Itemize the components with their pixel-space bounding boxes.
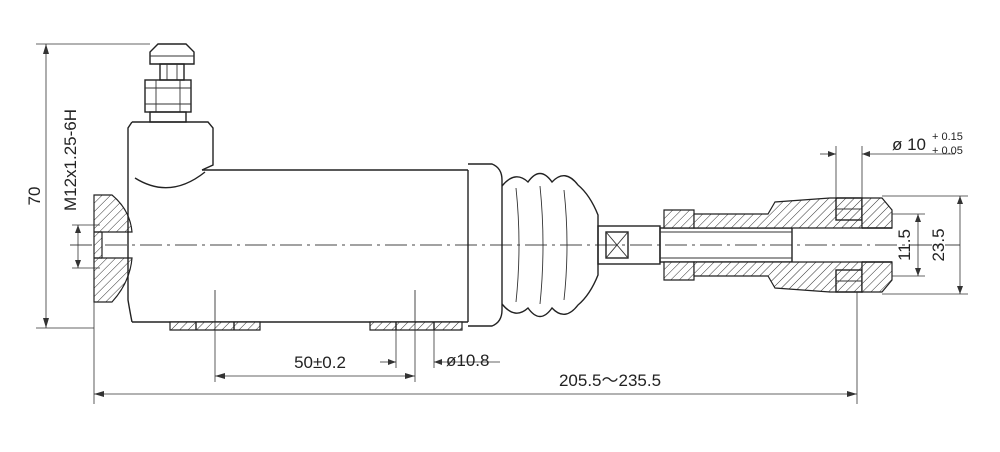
dim-clevis-outer: 23.5 — [882, 195, 968, 295]
dim-overall-length-label: 205.5～235.5 — [559, 371, 661, 390]
dim-overall-length: 205.5～235.5 — [93, 292, 858, 404]
dim-clevis-inner: 11.5 — [892, 213, 925, 277]
dim-mount-hole: ø10.8 — [380, 330, 500, 370]
dim-pin-diameter-label: ø 10 — [892, 135, 926, 154]
dim-pin-diameter: ø 10 + 0.15 + 0.05 — [820, 131, 963, 198]
dim-thread-label: M12x1.25-6H — [61, 109, 80, 211]
dim-pin-tol-lower: + 0.05 — [932, 145, 963, 157]
dim-overall-height: 70 — [25, 43, 150, 329]
dim-thread: M12x1.25-6H — [61, 109, 100, 269]
dim-clevis-inner-label: 11.5 — [895, 229, 914, 261]
dim-mount-hole-label: ø10.8 — [446, 351, 489, 370]
dim-clevis-outer-label: 23.5 — [929, 228, 948, 261]
cylinder-body — [93, 121, 469, 331]
dim-overall-height-label: 70 — [25, 187, 44, 206]
bleed-screw — [144, 43, 195, 123]
dim-mount-spacing: 50±0.2 — [214, 322, 416, 382]
dim-mount-spacing-label: 50±0.2 — [294, 353, 346, 372]
dim-pin-tol-upper: + 0.15 — [932, 131, 963, 143]
clevis-section — [663, 197, 893, 293]
